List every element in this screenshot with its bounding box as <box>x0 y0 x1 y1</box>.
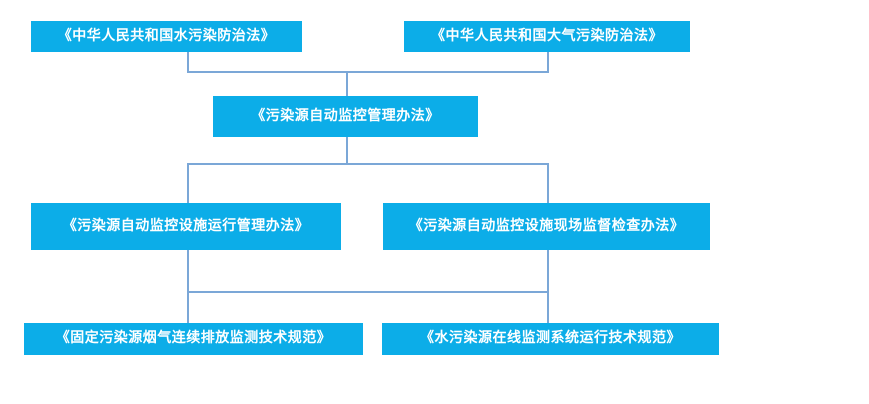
connector-n3-down <box>346 137 348 165</box>
node-label: 《污染源自动监控设施现场监督检查办法》 <box>408 217 685 234</box>
node-facility-onsite-inspection-measures[interactable]: 《污染源自动监控设施现场监督检查办法》 <box>383 203 710 250</box>
node-stationary-source-cems-spec[interactable]: 《固定污染源烟气连续排放监测技术规范》 <box>24 323 363 355</box>
node-facility-operation-admin-measures[interactable]: 《污染源自动监控设施运行管理办法》 <box>31 203 341 250</box>
node-label: 《中华人民共和国水污染防治法》 <box>57 27 276 44</box>
connector-bus-to-n4 <box>187 163 189 203</box>
node-water-pollution-law[interactable]: 《中华人民共和国水污染防治法》 <box>31 21 302 52</box>
connector-bus-to-n5 <box>547 163 549 203</box>
node-auto-monitoring-admin-measures[interactable]: 《污染源自动监控管理办法》 <box>213 96 478 137</box>
connector-bus-to-n3 <box>346 71 348 96</box>
connector-level3-bus <box>187 163 549 165</box>
node-label: 《污染源自动监控管理办法》 <box>251 107 440 124</box>
connector-level1-bus <box>187 71 549 73</box>
node-water-online-monitoring-spec[interactable]: 《水污染源在线监测系统运行技术规范》 <box>382 323 719 355</box>
node-label: 《中华人民共和国大气污染防治法》 <box>431 27 663 44</box>
node-label: 《固定污染源烟气连续排放监测技术规范》 <box>55 330 332 347</box>
connector-n5-down <box>547 250 549 323</box>
node-air-pollution-law[interactable]: 《中华人民共和国大气污染防治法》 <box>404 21 690 52</box>
connector-n1-down <box>187 51 189 73</box>
node-label: 《污染源自动监控设施运行管理办法》 <box>62 217 310 234</box>
connector-n4-down <box>187 250 189 323</box>
node-label: 《水污染源在线监测系统运行技术规范》 <box>420 330 681 347</box>
connector-level4-bus <box>187 291 549 293</box>
connector-n2-down <box>547 51 549 73</box>
